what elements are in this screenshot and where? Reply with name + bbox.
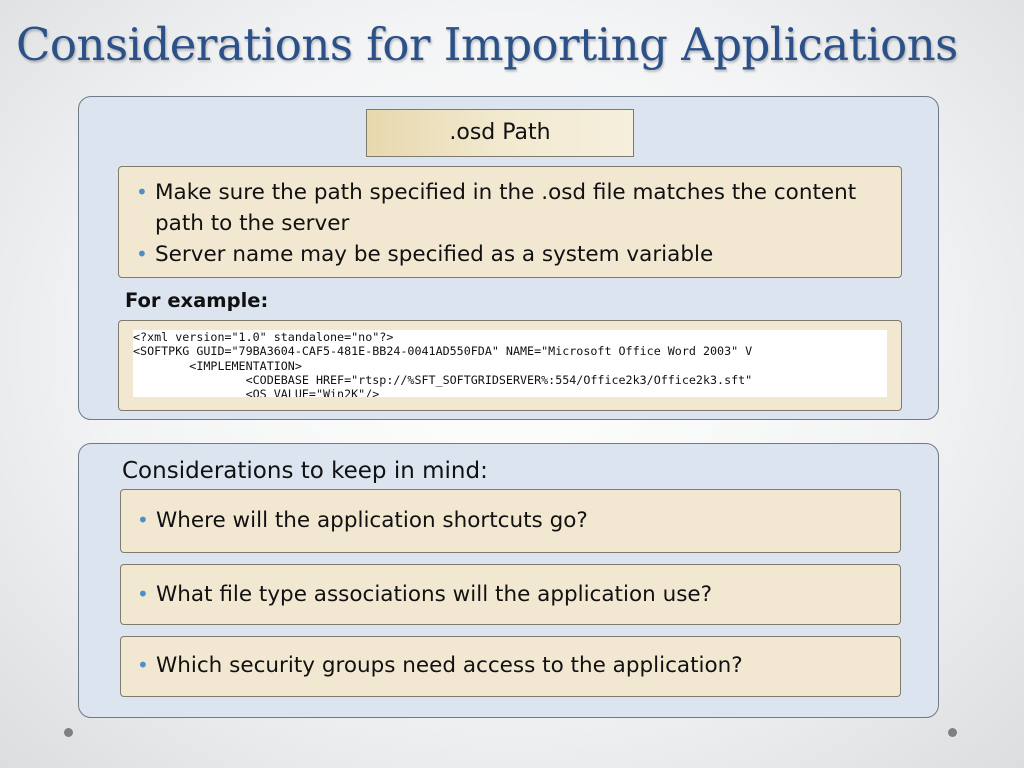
code-line: <?xml version="1.0" standalone="no"?>: [133, 330, 394, 344]
bullet-icon: •: [137, 582, 149, 606]
code-line: <IMPLEMENTATION>: [133, 358, 302, 373]
question-list: • What file type associations will the a…: [130, 579, 890, 610]
for-example-label: For example:: [125, 289, 269, 312]
bullet-icon: •: [137, 653, 149, 677]
code-line: <OS VALUE="Win2K"/>: [133, 387, 380, 397]
list-item: • Make sure the path specified in the .o…: [129, 177, 894, 239]
considerations-label: Considerations to keep in mind:: [122, 458, 488, 484]
osd-bullet-list: • Make sure the path specified in the .o…: [129, 177, 894, 270]
code-line: <SOFTPKG GUID="79BA3604-CAF5-481E-BB24-0…: [133, 344, 753, 359]
slide-title: Considerations for Importing Application…: [16, 18, 958, 71]
question-text: Which security groups need access to the…: [156, 653, 743, 678]
question-box: [120, 636, 901, 697]
decorative-dot-icon: [64, 728, 73, 737]
list-item: • Where will the application shortcuts g…: [130, 505, 890, 536]
list-item: • Which security groups need access to t…: [130, 650, 890, 681]
bullet-text: Server name may be specified as a system…: [155, 242, 714, 267]
bullet-icon: •: [136, 242, 148, 266]
code-snippet: <?xml version="1.0" standalone="no"?><SO…: [133, 330, 887, 397]
question-text: What file type associations will the app…: [156, 582, 713, 607]
question-list: • Which security groups need access to t…: [130, 650, 890, 681]
decorative-dot-icon: [948, 728, 957, 737]
list-item: • Server name may be specified as a syst…: [129, 239, 894, 270]
question-text: Where will the application shortcuts go?: [156, 508, 588, 533]
osd-path-header: .osd Path: [366, 109, 634, 157]
code-line: <CODEBASE HREF="rtsp://%SFT_SOFTGRIDSERV…: [133, 372, 753, 387]
bullet-text: Make sure the path specified in the .osd…: [155, 180, 857, 236]
list-item: • What file type associations will the a…: [130, 579, 890, 610]
question-box: [120, 489, 901, 553]
bullet-icon: •: [137, 508, 149, 532]
question-box: [120, 564, 901, 625]
bullet-icon: •: [136, 180, 148, 204]
osd-bullets-box: [118, 166, 902, 278]
question-list: • Where will the application shortcuts g…: [130, 505, 890, 536]
